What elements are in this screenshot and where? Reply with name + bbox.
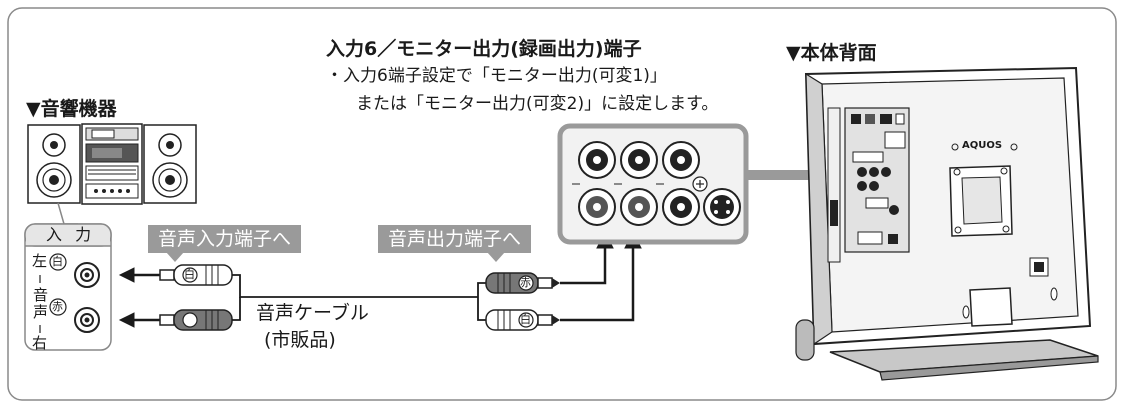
audio-cable [232,274,486,321]
stereo-callout-line [57,202,78,225]
white-marker-top: 白 [52,255,63,268]
cable-label: 音声ケーブル [256,302,369,324]
red-marker-input: 赤 [52,300,63,313]
terminal-note-line2: または「モニター出力(可変2)」に設定します。 [356,94,719,114]
cable-sublabel: (市販品) [264,329,336,351]
arrows-to-terminals [560,230,642,322]
arrows-to-input [118,267,160,328]
audio-equipment-heading: ▼音響機器 [26,98,117,120]
terminal-note-line1: ・入力6端子設定で「モニター出力(可変1)」 [326,66,667,86]
right-plug-white-marker: 白 [520,313,531,326]
tv-back-heading: ▼本体背面 [786,42,877,64]
left-plug-red [159,309,233,331]
audio-input-panel [24,223,112,351]
terminal-title: 入力6／モニター出力(録画出力)端子 [326,38,642,60]
stereo-system-illustration [27,123,197,205]
left-plug-white-marker: 白 [184,268,195,281]
right-plug-red-marker: 赤 [520,276,531,289]
right-channel-label: 右 [32,334,48,352]
outer-frame [7,7,1117,401]
audio-label: 音声 [33,286,49,321]
left-channel-label: 左 [32,252,48,270]
audio-input-tag: 音声入力端子へ [148,225,302,262]
tv-brand-label: AQUOS [962,140,1003,151]
left-plug-white [159,264,233,286]
tv-back-illustration [795,66,1099,381]
left-plug-red-marker: 赤 [184,313,195,326]
right-plug-white [485,309,560,331]
right-plug-red [485,272,560,294]
input-box-title: 入 力 [46,225,96,244]
audio-output-tag: 音声出力端子へ [378,225,532,262]
terminal-panel [557,123,749,245]
